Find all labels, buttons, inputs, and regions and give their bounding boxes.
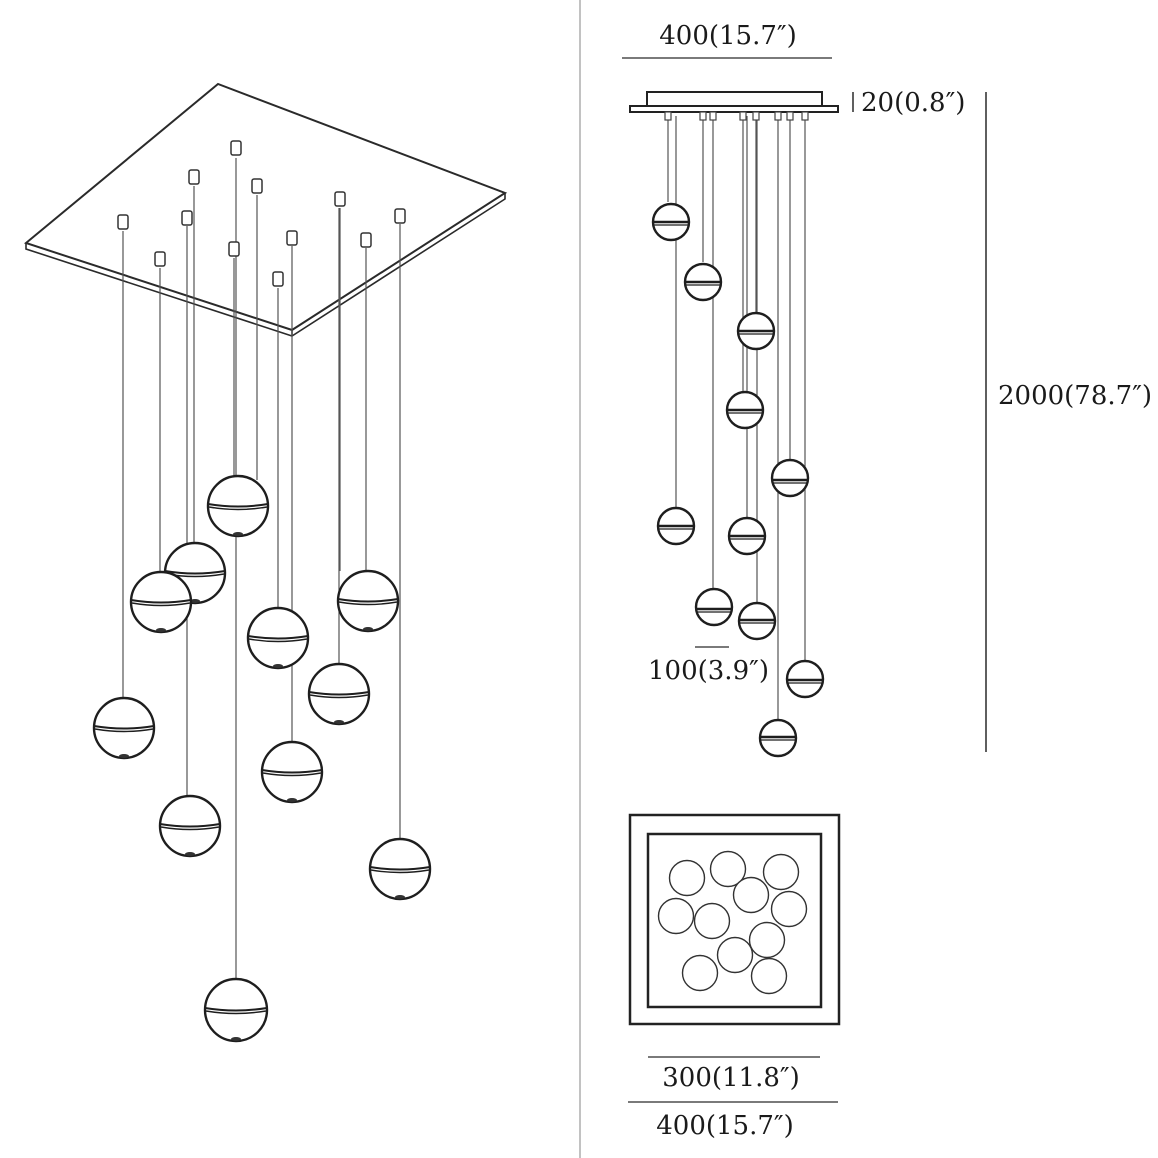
- plan-ball-circle: [709, 850, 747, 888]
- pendant-ball: [158, 794, 222, 858]
- plan-ball-circle: [657, 897, 695, 935]
- elevation-ball: [785, 659, 825, 699]
- canopy-height-label: 20(0.8″): [861, 88, 965, 118]
- canopy-elevation: [629, 91, 839, 113]
- elevation-ball: [727, 516, 767, 556]
- ball-diameter-label: 100(3.9″): [648, 656, 769, 686]
- elevation-ball: [725, 390, 765, 430]
- isometric-pendant-balls: [92, 474, 432, 1043]
- plan-ball-circle: [668, 859, 706, 897]
- elevation-ball: [683, 262, 723, 302]
- plan-ball-circle: [770, 890, 808, 928]
- elevation-ball: [694, 587, 734, 627]
- elevation-ball: [737, 601, 777, 641]
- pendant-ball: [246, 606, 310, 670]
- pendant-ball: [129, 570, 193, 634]
- plan-ball-circle: [693, 902, 731, 940]
- top-width-label: 400(15.7″): [659, 21, 797, 51]
- front-elevation-view: 400(15.7″) 20(0.8″) 2000(78.7″): [622, 21, 1152, 758]
- isometric-view: [23, 82, 508, 1043]
- cord-sockets: [117, 140, 406, 287]
- inner-width-label: 300(11.8″): [662, 1063, 800, 1093]
- plan-ball-circle: [716, 936, 754, 974]
- pendant-cords: [122, 158, 401, 980]
- pendant-ball: [368, 837, 432, 901]
- pendant-ball: [307, 662, 371, 726]
- plan-ball-circle: [748, 921, 786, 959]
- plan-ball-circle: [750, 957, 788, 995]
- pendant-ball: [260, 740, 324, 804]
- pendant-ball: [203, 977, 269, 1043]
- plan-ball-circles: [657, 850, 808, 995]
- elevation-ball: [758, 718, 798, 758]
- elevation-ball: [736, 311, 776, 351]
- elevation-ball: [770, 458, 810, 498]
- elevation-ball: [656, 506, 696, 546]
- pendant-ball: [206, 474, 270, 538]
- canopy-plate: [23, 82, 508, 337]
- plan-ball-circle: [732, 876, 770, 914]
- elevation-cord-hooks: [664, 111, 809, 121]
- elevation-ball: [651, 202, 691, 242]
- elevation-pendant-balls: [651, 202, 825, 758]
- pendant-ball: [336, 569, 400, 633]
- outer-width-label: 400(15.7″): [656, 1111, 794, 1141]
- plan-view: 300(11.8″) 400(15.7″): [628, 813, 841, 1141]
- total-height-label: 2000(78.7″): [998, 381, 1152, 411]
- plan-ball-circle: [762, 853, 800, 891]
- pendant-ball: [92, 696, 156, 760]
- plan-ball-circle: [681, 954, 719, 992]
